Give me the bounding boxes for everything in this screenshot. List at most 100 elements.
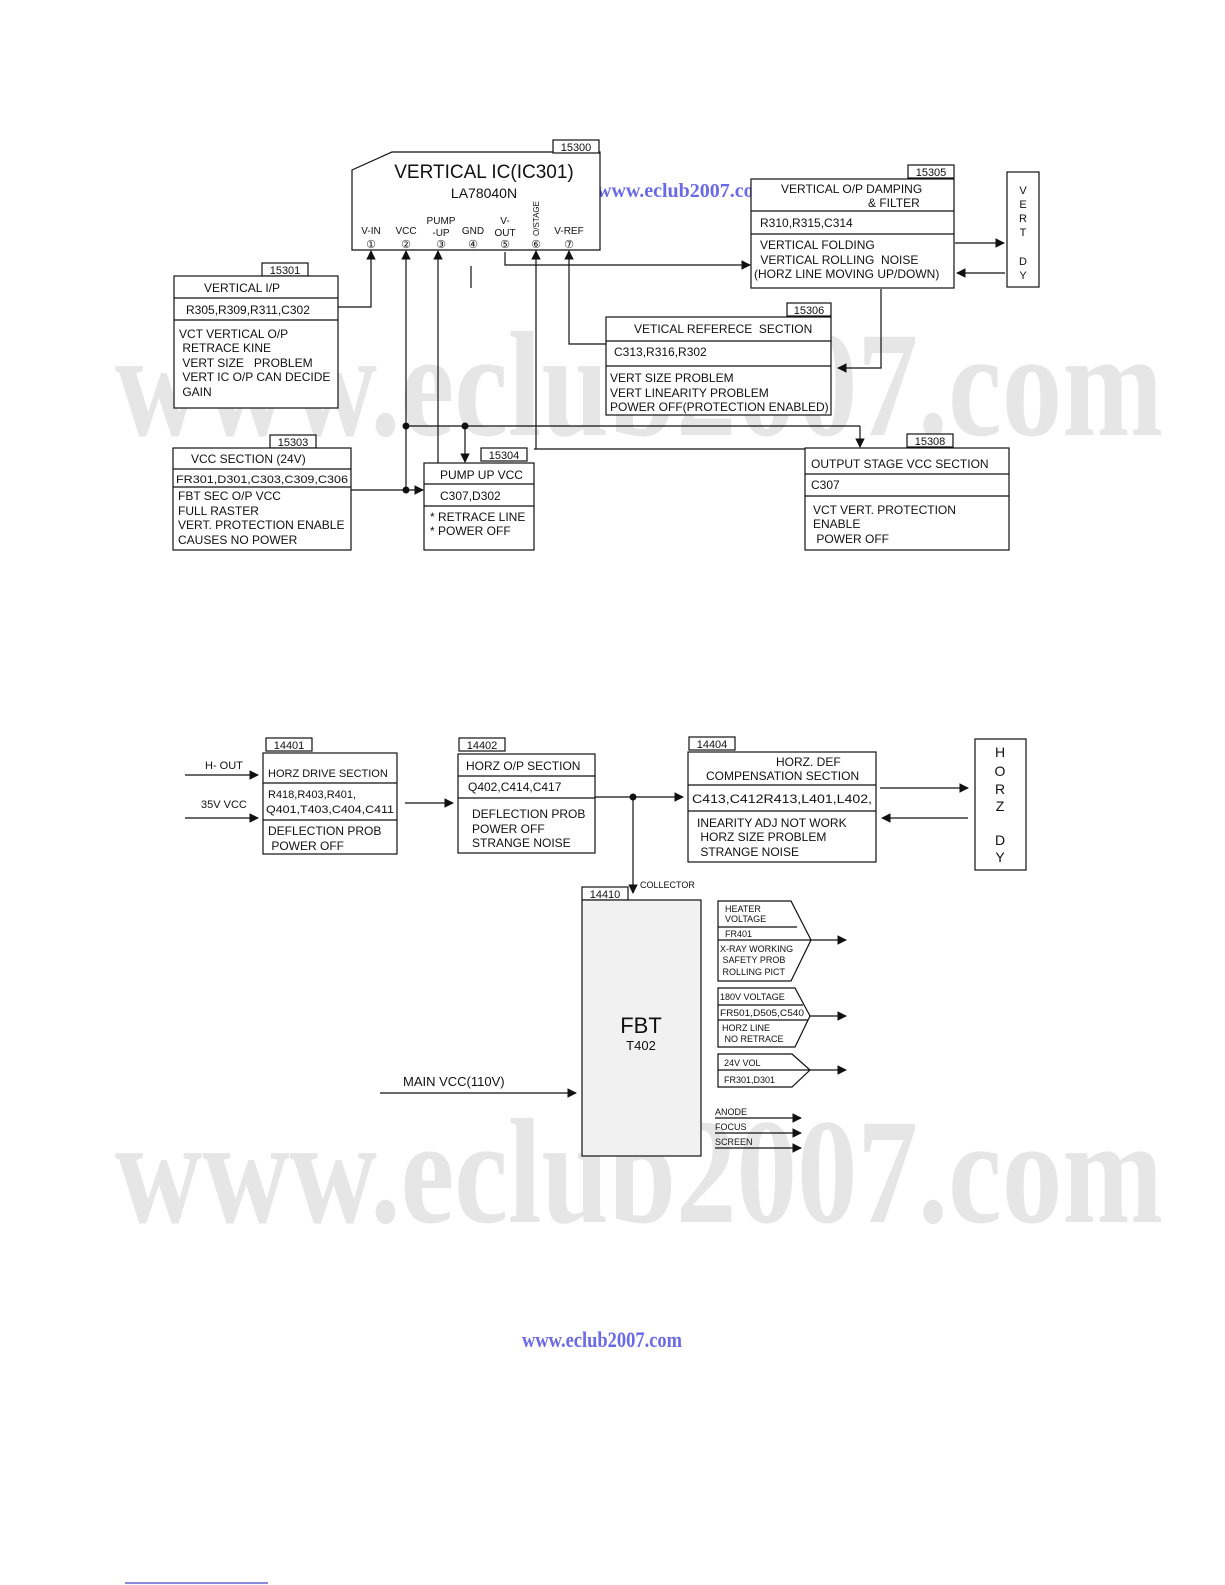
reference-note-3: POWER OFF(PROTECTION ENABLED) <box>610 400 829 414</box>
pump-up-title: PUMP UP VCC <box>440 468 523 482</box>
vcc-section-note-4: CAUSES NO POWER <box>178 533 298 547</box>
horz-drive-parts-1: R418,R403,R401, <box>268 789 356 801</box>
fbt-hv-outputs: ANODE FOCUS SCREEN <box>715 1107 802 1153</box>
pin-5-number: ⑤ <box>500 239 510 251</box>
horz-compensation-note-1: INEARITY ADJ NOT WORK <box>697 816 847 830</box>
fbt-title: FBT <box>620 1013 662 1038</box>
horz-compensation-block: 14404 HORZ. DEF COMPENSATION SECTION C41… <box>687 736 877 863</box>
v180-note-1: HORZ LINE <box>722 1023 770 1033</box>
ic-code: 15300 <box>561 142 592 154</box>
output-stage-note-3: POWER OFF <box>813 532 889 546</box>
horz-dy-letter-4: Z <box>996 798 1005 814</box>
vcc-section-note-3: VERT. PROTECTION ENABLE <box>178 518 344 532</box>
horz-drive-code: 14401 <box>274 740 305 752</box>
horz-compensation-parts: C413,C412R413,L401,L402, <box>692 792 872 806</box>
pump-up-block: 15304 PUMP UP VCC C307,D302 * RETRACE LI… <box>423 447 535 551</box>
horz-drive-title: HORZ DRIVE SECTION <box>268 768 388 780</box>
reference-code: 15306 <box>794 305 825 317</box>
vertical-ip-note-4: VERT IC O/P CAN DECIDE <box>179 370 330 384</box>
collector-label: COLLECTOR <box>640 880 695 890</box>
vcc-section-code: 15303 <box>278 437 309 449</box>
vcc-section-title: VCC SECTION (24V) <box>191 452 306 466</box>
pin-vout-label-1: V- <box>500 216 509 227</box>
pin-vcc-label: VCC <box>395 226 416 237</box>
damping-code: 15305 <box>916 167 947 179</box>
horz-output-title: HORZ O/P SECTION <box>466 759 580 773</box>
pin-6-number: ⑥ <box>531 239 541 251</box>
pin-pumpup-label-2: -UP <box>432 228 450 239</box>
fbt-part: T402 <box>626 1038 656 1053</box>
vertical-ip-block: 15301 VERTICAL I/P R305,R309,R311,C302 V… <box>173 262 339 409</box>
horz-output-block: 14402 HORZ O/P SECTION Q402,C414,C417 DE… <box>457 737 596 854</box>
fbt-180v-output: 180V VOLTAGE FR501,D505,C540 HORZ LINE N… <box>717 987 847 1048</box>
pin-1-number: ① <box>366 239 376 251</box>
vertical-ip-code: 15301 <box>270 265 301 277</box>
heater-note-3: ROLLING PICT <box>720 967 786 977</box>
heater-title-2: VOLTAGE <box>725 914 766 924</box>
horz-dy-letter-7: Y <box>995 849 1005 865</box>
heater-note-2: SAFETY PROB <box>720 955 785 965</box>
pin-pumpup-label-1: PUMP <box>427 216 456 227</box>
horizontal-inputs: H- OUT 35V VCC MAIN VCC(110V) <box>185 760 577 1098</box>
vcc-section-parts: FR301,D301,C303,C309,C306 <box>176 474 348 486</box>
vertical-ip-note-1: VCT VERTICAL O/P <box>179 327 288 341</box>
fbt-heater-output: HEATER VOLTAGE FR401 X-RAY WORKING SAFET… <box>717 900 847 982</box>
pump-up-code: 15304 <box>489 450 520 462</box>
vert-dy-letter-6: D <box>1019 256 1027 268</box>
horz-output-note-3: STRANGE NOISE <box>472 836 571 850</box>
h-out-label: H- OUT <box>205 760 243 772</box>
horz-drive-parts-2: Q401,T403,C404,C411 <box>266 804 394 816</box>
horz-output-note-2: POWER OFF <box>472 822 545 836</box>
vert-dy-letter-4: T <box>1020 227 1027 239</box>
vert-dy-block: V E R T D Y <box>1006 171 1040 288</box>
horz-dy-block: H O R Z D Y <box>974 738 1027 871</box>
horz-compensation-title-1: HORZ. DEF <box>776 755 841 769</box>
v180-parts: FR501,D505,C540 <box>720 1008 804 1018</box>
vertical-ip-note-5: GAIN <box>179 385 212 399</box>
reference-parts: C313,R316,R302 <box>614 345 707 359</box>
damping-note-1: VERTICAL FOLDING <box>760 238 875 252</box>
watermark-small-link[interactable]: www.eclub2007.com <box>597 180 771 202</box>
v180-title: 180V VOLTAGE <box>720 992 785 1002</box>
pump-up-note-1: * RETRACE LINE <box>430 510 525 524</box>
vcc-section-note-1: FBT SEC O/P VCC <box>178 489 281 503</box>
vert-dy-letter-2: E <box>1019 199 1026 211</box>
fbt-code: 14410 <box>590 889 621 901</box>
horz-drive-note-1: DEFLECTION PROB <box>268 824 381 838</box>
vertical-ic-block: 15300 VERTICAL IC(IC301) LA78040N V-IN ①… <box>351 139 601 251</box>
ic-part: LA78040N <box>451 185 517 201</box>
ic-title: VERTICAL IC(IC301) <box>394 162 574 183</box>
horz-compensation-title-2: COMPENSATION SECTION <box>706 769 859 783</box>
horz-output-note-1: DEFLECTION PROB <box>472 807 585 821</box>
damping-note-2: VERTICAL ROLLING NOISE <box>757 253 918 267</box>
focus-label: FOCUS <box>715 1122 747 1132</box>
footer-link[interactable]: www.eclub2007.com <box>522 1327 682 1352</box>
screen-label: SCREEN <box>715 1137 753 1147</box>
pin-vin-label: V-IN <box>361 226 380 237</box>
reference-note-2: VERT LINEARITY PROBLEM <box>610 386 769 400</box>
vert-dy-letter-7: Y <box>1019 270 1027 282</box>
vertical-ip-note-3: VERT SIZE PROBLEM <box>179 356 313 370</box>
vcc-section-note-2: FULL RASTER <box>178 504 259 518</box>
anode-label: ANODE <box>715 1107 747 1117</box>
reference-note-1: VERT SIZE PROBLEM <box>610 371 734 385</box>
pin-gnd-label: GND <box>462 226 484 237</box>
vertical-connections <box>338 238 1005 495</box>
output-stage-code: 15308 <box>915 436 946 448</box>
v24-title: 24V VOL <box>724 1058 761 1068</box>
output-stage-parts: C307 <box>811 478 840 492</box>
pin-7-number: ⑦ <box>564 239 574 251</box>
heater-title-1: HEATER <box>725 904 761 914</box>
pump-up-parts: C307,D302 <box>440 489 501 503</box>
pin-vref-label: V-REF <box>554 226 583 237</box>
horz-compensation-note-3: STRANGE NOISE <box>697 845 799 859</box>
v24-parts: FR301,D301 <box>724 1075 775 1085</box>
horz-drive-note-2: POWER OFF <box>268 839 344 853</box>
horz-output-code: 14402 <box>467 740 498 752</box>
horz-compensation-note-2: HORZ SIZE PROBLEM <box>697 830 826 844</box>
output-stage-title: OUTPUT STAGE VCC SECTION <box>811 457 989 471</box>
reference-title: VETICAL REFERECE SECTION <box>634 322 812 336</box>
horz-dy-letter-6: D <box>995 832 1005 848</box>
damping-title-2: & FILTER <box>868 196 920 210</box>
fbt-block: 14410 FBT T402 <box>581 886 702 1157</box>
